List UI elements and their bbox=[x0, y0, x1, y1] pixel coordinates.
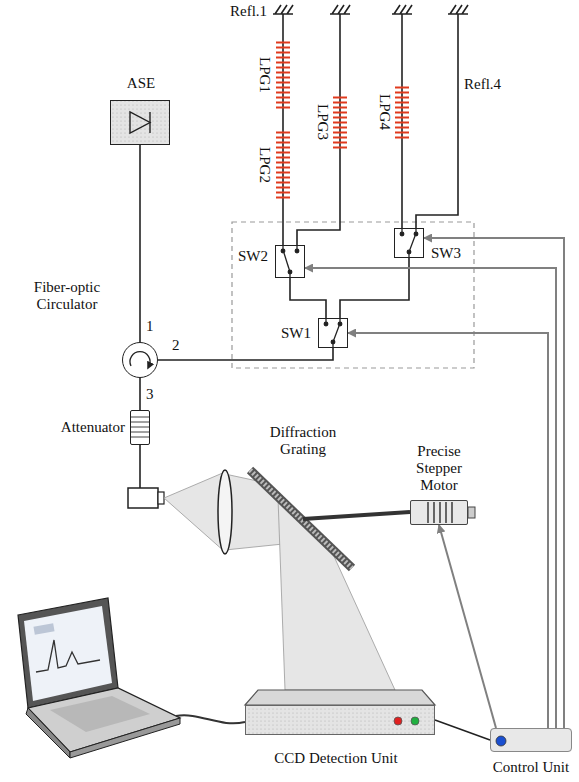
optical-fiber bbox=[290, 278, 326, 318]
collimator bbox=[128, 488, 158, 508]
laptop bbox=[18, 598, 180, 758]
grating-label: LPG3 bbox=[314, 104, 331, 140]
control-unit: Control Unit bbox=[490, 728, 572, 752]
diode-symbol bbox=[130, 112, 150, 133]
optical-fiber bbox=[158, 348, 333, 360]
component-label: Diffraction Grating bbox=[256, 424, 350, 458]
motor-body bbox=[410, 500, 468, 525]
reflector-label: Refl.1 bbox=[230, 3, 267, 20]
control-line bbox=[439, 525, 496, 728]
switch-box: SW3 bbox=[394, 228, 424, 258]
port-number: 1 bbox=[146, 318, 154, 335]
port-number: 3 bbox=[146, 386, 154, 403]
optical-fiber bbox=[139, 378, 141, 410]
node-label: SW2 bbox=[238, 248, 272, 265]
optical-fiber bbox=[435, 720, 490, 740]
node-label: ASE bbox=[111, 75, 171, 92]
ccd-detection-unit: CCD Detection Unit bbox=[245, 705, 435, 735]
switch-enclosure bbox=[232, 222, 474, 368]
ccd-base bbox=[245, 705, 435, 735]
usb-cable bbox=[176, 715, 245, 723]
node-label: Precise Stepper Motor bbox=[399, 443, 479, 494]
grating-label: LPG1 bbox=[256, 57, 273, 93]
indicator-lamp bbox=[411, 717, 419, 725]
motor-rod bbox=[303, 512, 410, 519]
light-beam bbox=[164, 472, 225, 552]
lpg-grating bbox=[276, 40, 409, 200]
attenuator-box: Attenuator bbox=[130, 410, 150, 445]
diffraction-grating bbox=[250, 470, 352, 568]
control-line bbox=[348, 333, 548, 728]
optical-fiber bbox=[139, 445, 141, 488]
node-label: CCD Detection Unit bbox=[226, 750, 446, 767]
control-line bbox=[305, 268, 556, 728]
reflector-symbol bbox=[273, 5, 468, 14]
circulator-circle: Fiber-optic Circulator bbox=[122, 342, 158, 378]
optical-fiber bbox=[283, 14, 458, 245]
grating-label: LPG4 bbox=[376, 94, 393, 130]
control-body bbox=[490, 728, 572, 752]
light-source-box: ASE bbox=[110, 100, 170, 145]
collimator bbox=[158, 492, 164, 504]
ccd-platform bbox=[245, 690, 435, 705]
ase-body bbox=[110, 100, 170, 145]
node-label: Fiber-optic Circulator bbox=[19, 279, 115, 313]
grating-label: LPG2 bbox=[256, 147, 273, 183]
node-label: SW1 bbox=[281, 325, 315, 342]
switch-symbol bbox=[281, 228, 418, 348]
optical-fiber bbox=[139, 145, 141, 342]
attenuator-symbol bbox=[130, 417, 150, 437]
node-label: Attenuator bbox=[39, 419, 125, 436]
light-beam bbox=[278, 498, 395, 690]
node-label: SW3 bbox=[431, 245, 465, 262]
motor-shaft bbox=[468, 507, 475, 518]
lens bbox=[218, 470, 232, 554]
diffraction-grating bbox=[250, 470, 352, 568]
reflector-label: Refl.4 bbox=[464, 76, 501, 93]
stepper-motor: Precise Stepper Motor bbox=[410, 500, 468, 525]
switch-box: SW2 bbox=[275, 245, 305, 278]
motor-windings bbox=[428, 502, 452, 523]
circulator-arrow bbox=[130, 352, 150, 366]
indicator-lamp bbox=[394, 717, 402, 725]
switch-box: SW1 bbox=[318, 318, 348, 348]
port-number: 2 bbox=[172, 337, 180, 354]
power-button bbox=[496, 736, 506, 746]
node-label: Control Unit bbox=[487, 759, 575, 776]
